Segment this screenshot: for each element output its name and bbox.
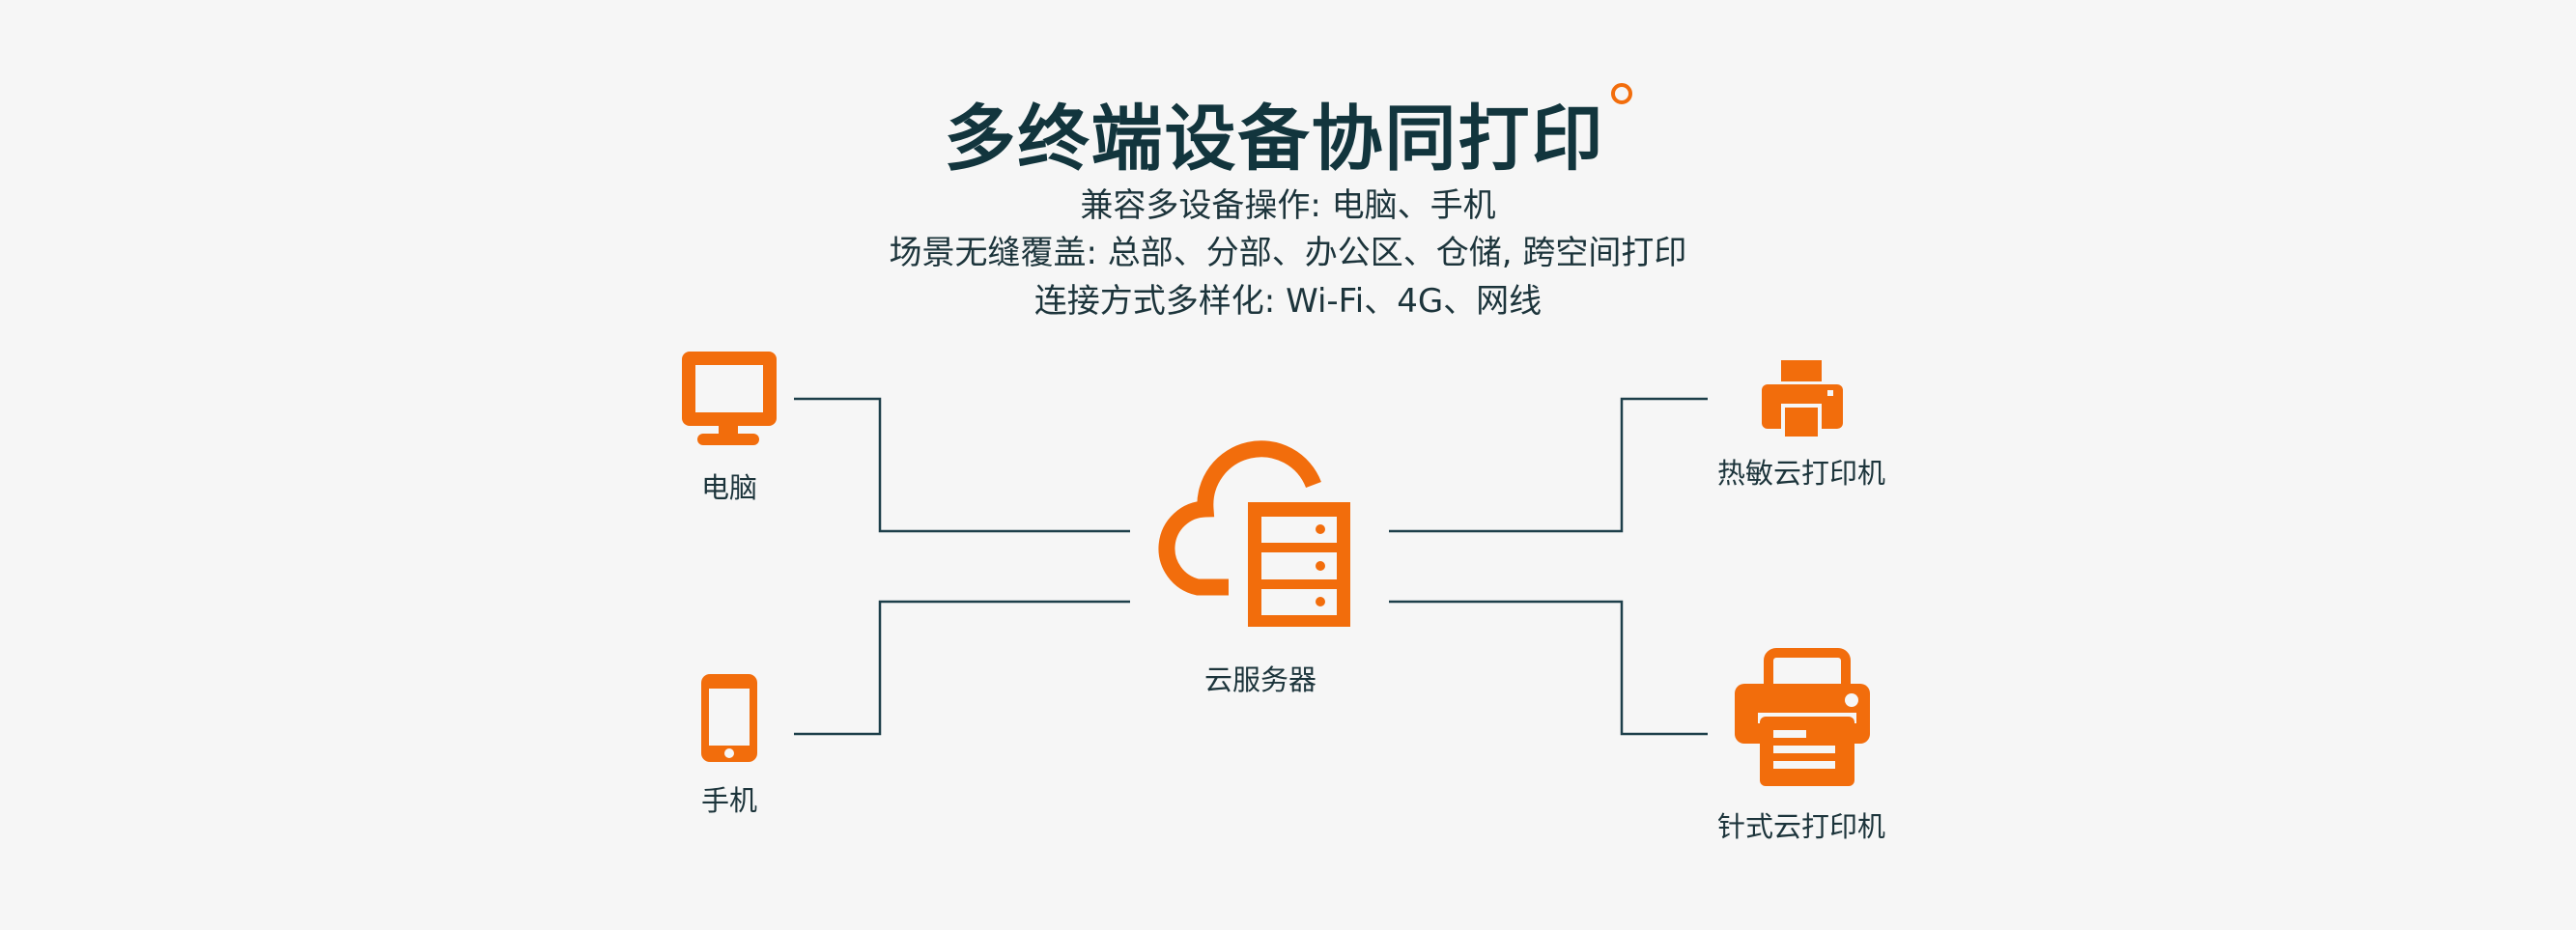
cloud-server-icon: [1158, 440, 1350, 627]
computer-label: 电脑: [700, 471, 757, 504]
smartphone-icon: [701, 674, 757, 762]
printer-icon: [1762, 360, 1843, 439]
dot-matrix-printer-label: 针式云打印机: [1716, 810, 1885, 843]
dot-matrix-printer-icon: [1735, 648, 1870, 786]
connector-computer-server: [794, 397, 1130, 533]
title-ring-ornament: [1610, 83, 1632, 104]
page-title: 多终端设备协同打印: [0, 81, 2576, 184]
connector-phone-server: [794, 600, 1130, 736]
monitor-icon: [682, 352, 777, 445]
subtitle-line-connections: 连接方式多样化: Wi-Fi、4G、网线: [1033, 282, 1543, 321]
phone-label: 手机: [700, 784, 757, 817]
server-label: 云服务器: [1203, 663, 1316, 696]
connector-server-dotmatrix: [1389, 600, 1708, 736]
title-text: 多终端设备协同打印: [944, 98, 1605, 181]
thermal-printer-label: 热敏云打印机: [1716, 457, 1885, 490]
subtitle-line-devices: 兼容多设备操作: 电脑、手机: [1080, 186, 1496, 225]
subtitle-line-scenarios: 场景无缝覆盖: 总部、分部、办公区、仓储, 跨空间打印: [889, 234, 1687, 272]
connector-server-thermal: [1389, 397, 1708, 533]
